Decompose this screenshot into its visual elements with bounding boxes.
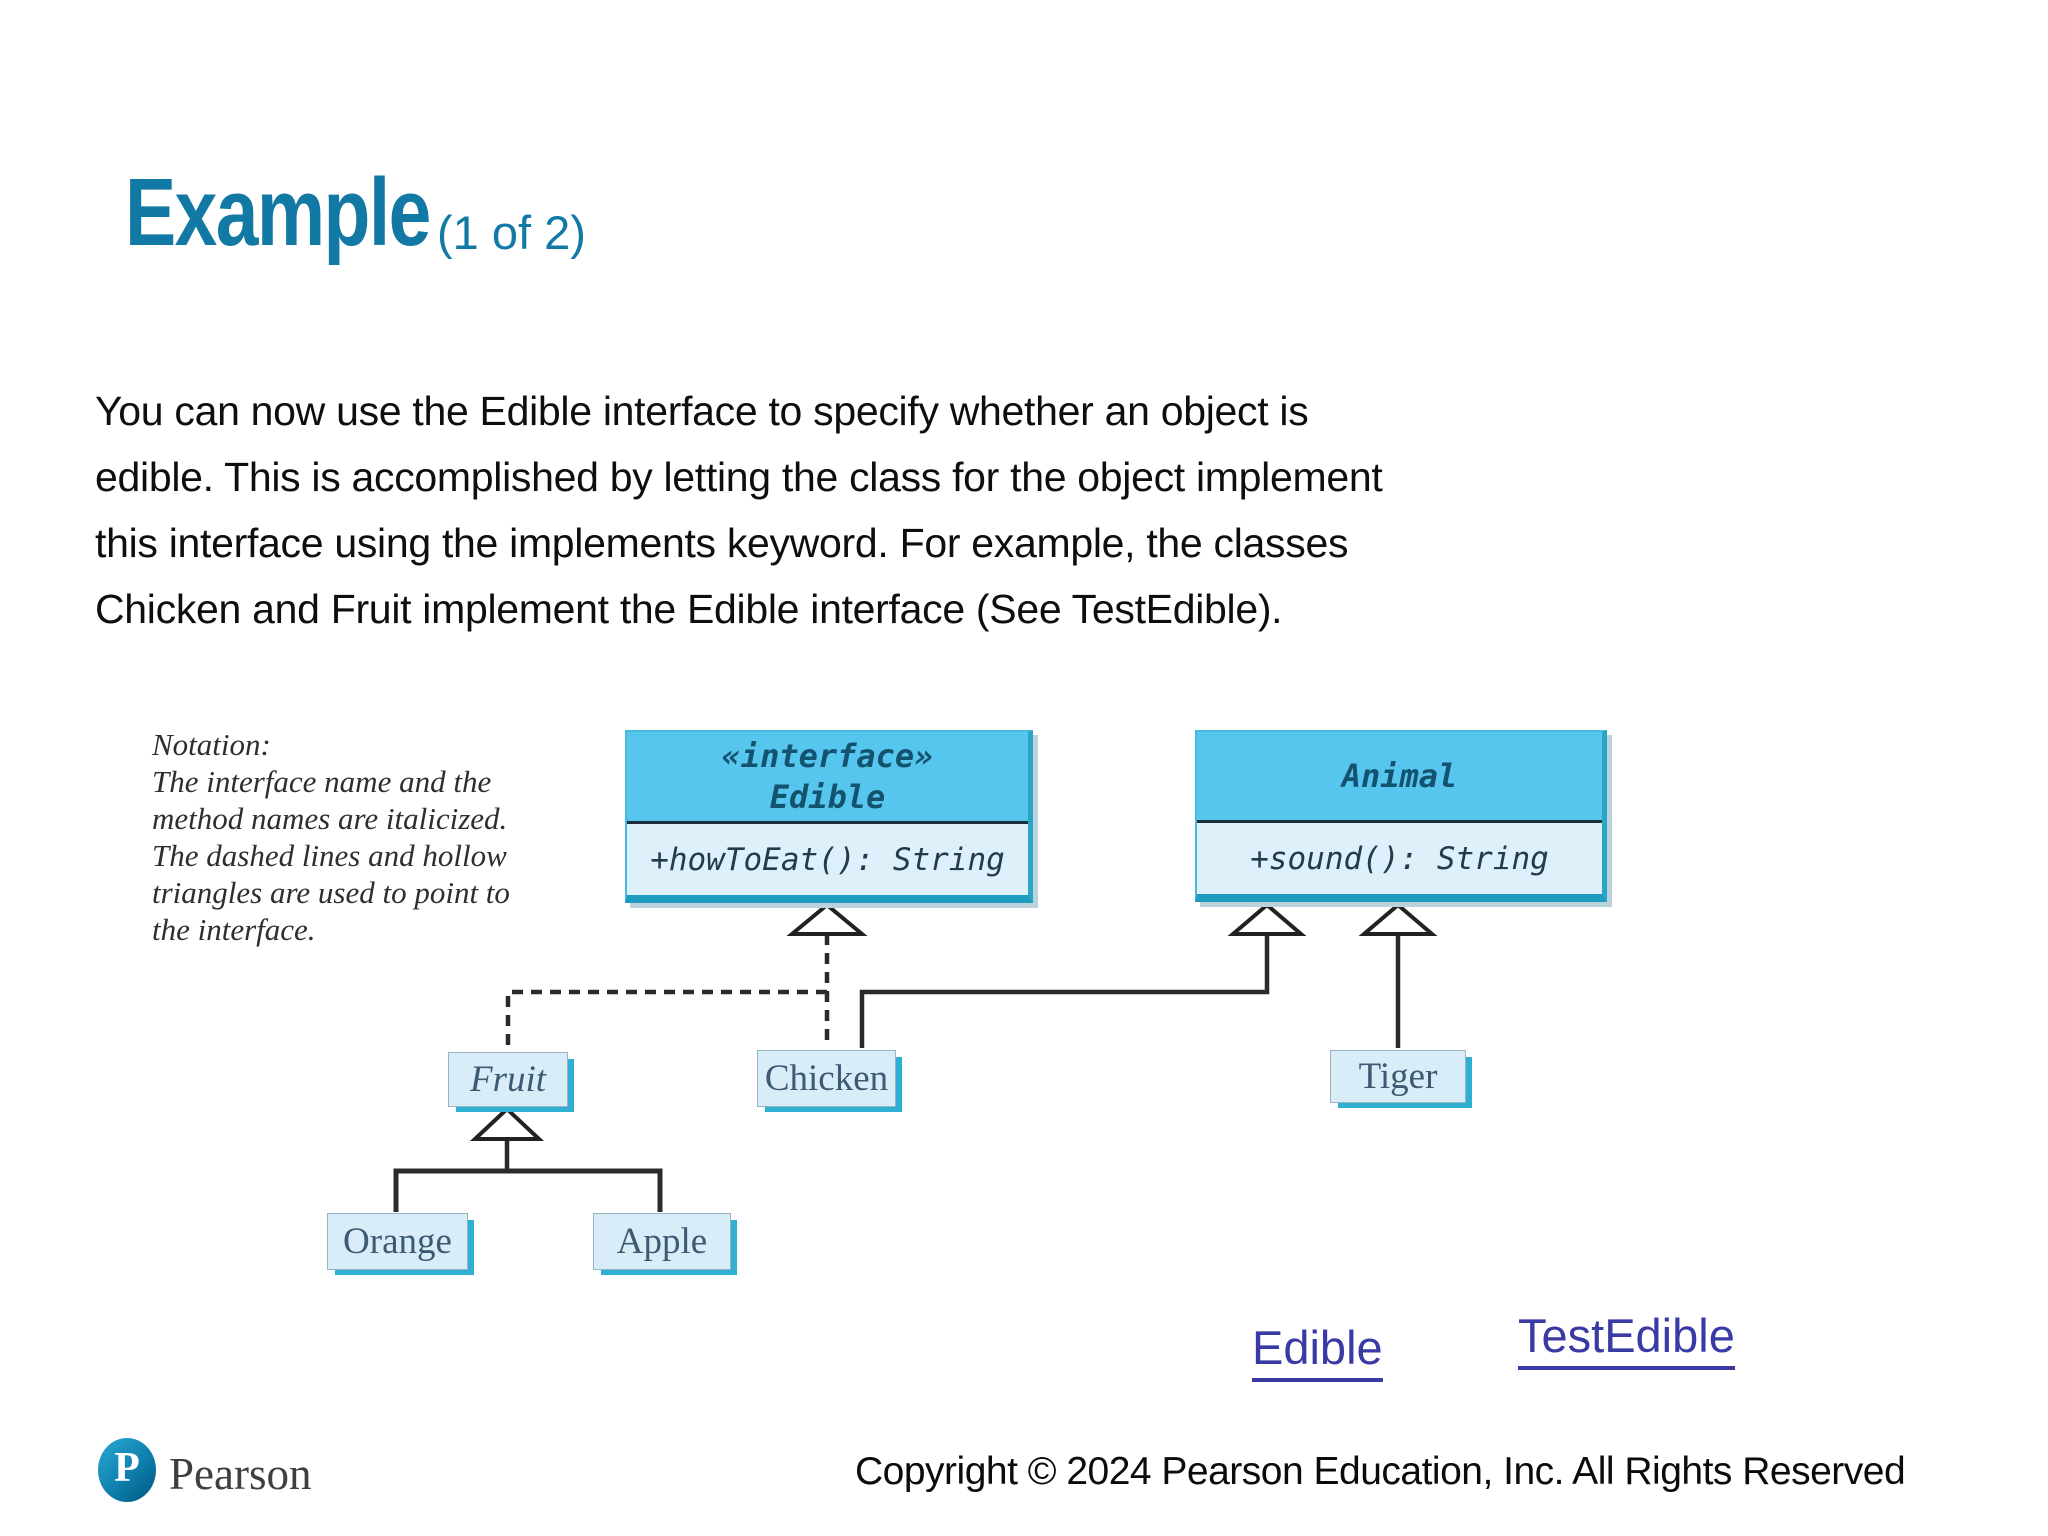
chicken-extends-animal-line <box>859 936 1270 1048</box>
orange-apple-branch-line <box>393 1168 663 1212</box>
uml-box-fruit: Fruit <box>448 1052 568 1107</box>
uml-stereotype-label: «interface» <box>721 736 934 775</box>
paragraph-line: edible. This is accomplished by letting … <box>95 454 1383 500</box>
uml-box-apple: Apple <box>593 1213 731 1270</box>
page-title: Example <box>125 165 506 261</box>
pearson-brand-text: Pearson <box>169 1449 312 1499</box>
uml-box-tiger: Tiger <box>1330 1050 1466 1103</box>
uml-box-animal-header: Animal <box>1197 732 1602 823</box>
hollow-triangle-icon-edible <box>786 902 868 936</box>
uml-box-orange: Orange <box>327 1213 468 1270</box>
hollow-triangle-icon-animal-right <box>1358 902 1438 936</box>
uml-box-edible-method: +howToEat(): String <box>650 841 1005 878</box>
notation-note: Notation: The interface name and the met… <box>152 726 510 948</box>
uml-box-animal-method: +sound(): String <box>1250 840 1549 877</box>
uml-box-chicken: Chicken <box>757 1050 896 1107</box>
uml-box-edible-interface: «interface» Edible +howToEat(): String <box>625 730 1033 903</box>
pearson-logo-icon: P <box>98 1438 156 1502</box>
uml-interface-name: Edible <box>769 777 886 816</box>
paragraph-line: this interface using the implements keyw… <box>95 520 1349 566</box>
paragraph-line: Chicken and Fruit implement the Edible i… <box>95 586 1283 632</box>
hollow-triangle-icon-fruit <box>469 1106 545 1141</box>
notation-line: the interface. <box>152 912 316 947</box>
paragraph-line: You can now use the Edible interface to … <box>95 388 1309 434</box>
notation-line: method names are italicized. <box>152 801 508 836</box>
notation-line: The dashed lines and hollow <box>152 838 507 873</box>
uml-class-name: Animal <box>1341 756 1458 795</box>
edible-source-link[interactable]: Edible <box>1252 1322 1383 1382</box>
body-paragraph: You can now use the Edible interface to … <box>95 378 1383 642</box>
copyright-text: Copyright © 2024 Pearson Education, Inc.… <box>855 1450 1906 1493</box>
notation-line: The interface name and the <box>152 764 492 799</box>
uml-box-animal-class: Animal +sound(): String <box>1195 730 1607 902</box>
notation-line: Notation: <box>152 727 271 762</box>
testedible-source-link[interactable]: TestEdible <box>1518 1310 1735 1370</box>
notation-line: triangles are used to point to <box>152 875 510 910</box>
pearson-logo-letter: P <box>114 1445 140 1491</box>
hollow-triangle-icon-animal-left <box>1227 902 1307 936</box>
page-title-suffix: (1 of 2) <box>437 206 586 259</box>
uml-box-edible-header: «interface» Edible <box>627 732 1028 824</box>
fruit-implements-edible-dashed-line <box>505 989 827 1050</box>
page-title-text: Example <box>125 159 431 266</box>
